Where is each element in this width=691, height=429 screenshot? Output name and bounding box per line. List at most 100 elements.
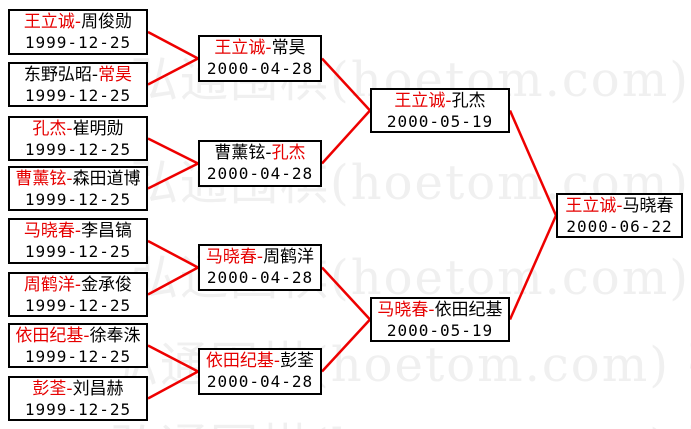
match-players: 东野弘昭-常昊 [10, 65, 146, 86]
player1-name: 王立诚 [23, 12, 75, 32]
match-box-r1m7: 依田纪基-徐奉洙 1999-12-25 [8, 323, 148, 368]
connector-line [147, 162, 199, 190]
connector-line [147, 266, 199, 296]
player2-name: 常昊 [271, 38, 306, 58]
match-box-r1m5: 马晓春-李昌镐 1999-12-25 [8, 218, 148, 264]
match-date: 1999-12-25 [24, 242, 132, 261]
match-players: 马晓春-李昌镐 [10, 221, 146, 242]
match-box-final: 王立诚-马晓春 2000-06-22 [556, 193, 683, 238]
match-box-r1m2: 东野弘昭-常昊 1999-12-25 [8, 62, 148, 107]
match-players: 依田纪基-彭荃 [200, 351, 320, 372]
match-players: 王立诚-孔杰 [372, 91, 508, 112]
player2-name: 常昊 [98, 65, 133, 85]
match-box-r2m1: 王立诚-常昊 2000-04-28 [198, 35, 322, 82]
players-separator: - [428, 300, 435, 320]
match-players: 王立诚-常昊 [200, 38, 320, 59]
match-date: 1999-12-25 [24, 400, 132, 419]
players-separator: - [74, 221, 82, 241]
match-box-r1m6: 周鹤洋-金承俊 1999-12-25 [8, 272, 148, 317]
match-players: 马晓春-周鹤洋 [200, 247, 320, 268]
player1-name: 曹薰铉 [214, 143, 266, 163]
match-players: 彭荃-刘昌赫 [10, 379, 146, 400]
match-players: 曹薰铉-森田道博 [10, 169, 146, 190]
player1-name: 周鹤洋 [23, 275, 75, 295]
player1-name: 曹薰铉 [15, 169, 67, 189]
match-players: 王立诚-周俊勋 [10, 12, 146, 33]
players-separator: - [265, 38, 272, 58]
player1-name: 王立诚 [214, 38, 266, 58]
connector-line [147, 239, 199, 269]
connector-line [321, 318, 371, 373]
connector-line [321, 109, 371, 165]
watermark-text: 弘通围棋(hoetom.com) 弘通围棋(hoetom.com) [110, 407, 691, 429]
connector-line [147, 370, 199, 400]
player1-name: 王立诚 [394, 91, 446, 111]
match-date: 1999-12-25 [24, 347, 132, 366]
connector-line [508, 214, 558, 321]
player2-name: 刘昌赫 [72, 379, 124, 399]
player1-name: 彭荃 [32, 379, 67, 399]
match-date: 2000-06-22 [566, 217, 673, 236]
player1-name: 东野弘昭 [23, 65, 92, 85]
match-date: 1999-12-25 [24, 33, 132, 52]
match-box-r1m8: 彭荃-刘昌赫 1999-12-25 [8, 376, 148, 421]
match-date: 1999-12-25 [24, 140, 132, 159]
match-box-r1m1: 王立诚-周俊勋 1999-12-25 [8, 9, 148, 55]
match-players: 孔杰-崔明勋 [10, 119, 146, 140]
player2-name: 孔杰 [451, 91, 486, 111]
connector-line [321, 266, 371, 321]
player2-name: 马晓春 [622, 196, 674, 216]
player1-name: 孔杰 [32, 119, 67, 139]
player2-name: 崔明勋 [72, 119, 124, 139]
player2-name: 徐奉洙 [89, 326, 141, 346]
player1-name: 依田纪基 [15, 326, 84, 346]
players-separator: - [616, 196, 623, 216]
match-date: 2000-04-28 [206, 372, 314, 391]
match-date: 2000-04-28 [206, 59, 314, 78]
player1-name: 马晓春 [23, 221, 75, 241]
player2-name: 孔杰 [271, 143, 306, 163]
match-box-r2m3: 马晓春-周鹤洋 2000-04-28 [198, 244, 322, 291]
match-box-r1m3: 孔杰-崔明勋 1999-12-25 [8, 116, 148, 161]
match-players: 曹薰铉-孔杰 [200, 143, 320, 164]
connector-line [147, 57, 199, 86]
player2-name: 金承俊 [81, 275, 133, 295]
player2-name: 李昌镐 [81, 221, 133, 241]
match-date: 2000-04-28 [206, 164, 314, 183]
match-box-r2m2: 曹薰铉-孔杰 2000-04-28 [198, 140, 322, 187]
players-separator: - [83, 326, 90, 346]
players-separator: - [256, 247, 264, 267]
match-date: 2000-05-19 [386, 321, 494, 340]
player2-name: 周俊勋 [81, 12, 133, 32]
player1-name: 马晓春 [205, 247, 257, 267]
player2-name: 彭荃 [280, 351, 315, 371]
match-players: 依田纪基-徐奉洙 [10, 326, 146, 347]
player1-name: 王立诚 [565, 196, 617, 216]
match-players: 马晓春-依田纪基 [372, 300, 508, 321]
match-date: 1999-12-25 [24, 190, 132, 209]
players-separator: - [74, 12, 82, 32]
match-box-r2m4: 依田纪基-彭荃 2000-04-28 [198, 348, 322, 395]
player1-name: 依田纪基 [205, 351, 274, 371]
players-separator: - [66, 119, 73, 139]
connector-line [147, 344, 199, 373]
player1-name: 马晓春 [377, 300, 429, 320]
match-date: 2000-04-28 [206, 268, 314, 287]
players-separator: - [66, 379, 73, 399]
match-date: 2000-05-19 [386, 112, 494, 131]
match-date: 1999-12-25 [24, 86, 132, 105]
players-separator: - [66, 169, 73, 189]
connector-line [508, 109, 558, 217]
player2-name: 依田纪基 [434, 300, 503, 320]
match-players: 周鹤洋-金承俊 [10, 275, 146, 296]
players-separator: - [273, 351, 281, 371]
players-separator: - [74, 275, 82, 295]
player2-name: 周鹤洋 [263, 247, 315, 267]
match-players: 王立诚-马晓春 [558, 196, 681, 217]
connector-line [321, 57, 371, 112]
match-box-sf1: 王立诚-孔杰 2000-05-19 [370, 88, 510, 133]
players-separator: - [91, 65, 99, 85]
match-box-sf2: 马晓春-依田纪基 2000-05-19 [370, 297, 510, 342]
